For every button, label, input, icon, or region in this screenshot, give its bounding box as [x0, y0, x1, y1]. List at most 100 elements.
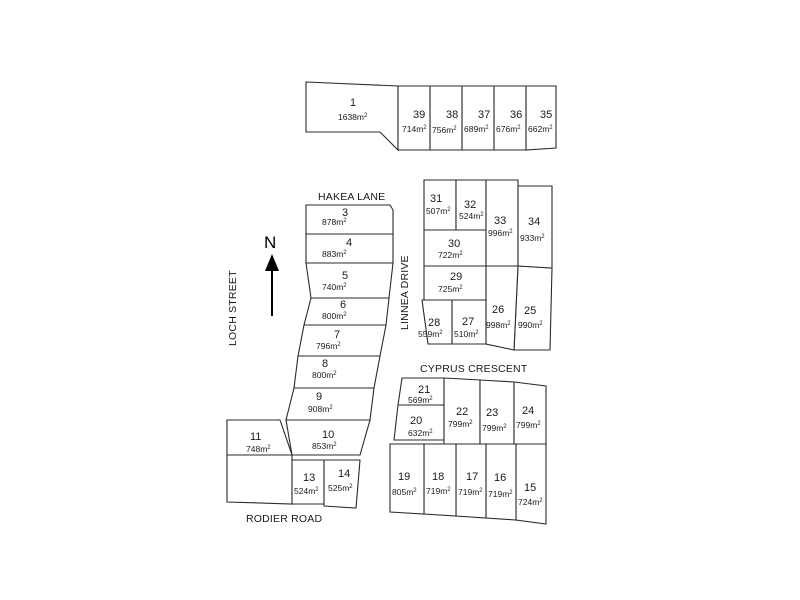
lot-23-number: 23	[486, 407, 498, 419]
street-label-hakea-lane: HAKEA LANE	[318, 191, 385, 203]
lot-33-number: 33	[494, 215, 506, 227]
north-label: N	[264, 233, 276, 252]
lot-16-area: 719m2	[488, 489, 513, 499]
lot-10-boundary[interactable]	[285, 419, 371, 456]
lot-labels: 11638m23878m24883m25740m26800m27796m2880…	[246, 97, 553, 507]
lot-boundaries	[226, 81, 557, 525]
lot-3-area: 878m2	[322, 217, 347, 227]
lot-36-area: 676m2	[496, 124, 521, 134]
lot-32-number: 32	[464, 199, 476, 211]
lot-18-number: 18	[432, 471, 444, 483]
lot-18-area: 719m2	[426, 486, 451, 496]
street-label-rodier-road: RODIER ROAD	[246, 513, 323, 525]
lot-19-area: 805m2	[392, 487, 417, 497]
lot-21-area: 569m2	[408, 395, 433, 405]
lot-32-area: 524m2	[459, 211, 484, 221]
lot-4-number: 4	[346, 237, 352, 249]
lot-34-number: 34	[528, 216, 540, 228]
street-label-loch-street: LOCH STREET	[227, 270, 239, 346]
lot-19-number: 19	[398, 471, 410, 483]
street-label-cyprus-crescent: CYPRUS CRESCENT	[420, 363, 528, 375]
lot-6-area: 800m2	[322, 311, 347, 321]
lot-8-number: 8	[322, 358, 328, 370]
lot-22-number: 22	[456, 406, 468, 418]
lot-1-number: 1	[350, 97, 356, 109]
lot-28-number: 28	[428, 317, 440, 329]
lot-1-boundary[interactable]	[305, 81, 399, 152]
lot-24-number: 24	[522, 405, 534, 417]
lot-24-boundary[interactable]	[513, 381, 547, 445]
lot-16-number: 16	[494, 472, 506, 484]
lot-7-number: 7	[334, 329, 340, 341]
lot-13-area: 524m2	[294, 486, 319, 496]
north-arrow-head-icon	[265, 254, 279, 271]
lot-15-area: 724m2	[518, 497, 543, 507]
lot-10-number: 10	[322, 429, 334, 441]
lot-39-area: 714m2	[402, 124, 427, 134]
lot-27-area: 510m2	[454, 329, 479, 339]
lot-22-area: 799m2	[448, 419, 473, 429]
lot-36-number: 36	[510, 109, 522, 121]
lot-9-number: 9	[316, 391, 322, 403]
lot-31-number: 31	[430, 193, 442, 205]
lot-13-number: 13	[303, 472, 315, 484]
lot-27-number: 27	[462, 316, 474, 328]
lot-1-area: 1638m2	[338, 112, 368, 122]
lot-3-boundary[interactable]	[305, 204, 394, 235]
lot-11-boundary[interactable]	[226, 419, 293, 456]
lot-38-area: 756m2	[432, 125, 457, 135]
lot-30-area: 722m2	[438, 250, 463, 260]
lot-19-boundary[interactable]	[389, 443, 425, 515]
lot-34-area: 933m2	[520, 233, 545, 243]
lot-12-boundary	[226, 454, 293, 505]
lot-10-area: 853m2	[312, 441, 337, 451]
lot-17-area: 719m2	[458, 487, 483, 497]
lot-8-area: 800m2	[312, 370, 337, 380]
lot-20-area: 632m2	[408, 428, 433, 438]
lot-17-number: 17	[466, 471, 478, 483]
lot-33-area: 996m2	[488, 228, 513, 238]
lot-34-boundary[interactable]	[517, 185, 553, 269]
lot-15-number: 15	[524, 482, 536, 494]
lot-14-number: 14	[338, 468, 350, 480]
lot-24-area: 799m2	[516, 420, 541, 430]
lot-7-area: 796m2	[316, 341, 341, 351]
lot-21-number: 21	[418, 384, 430, 396]
lot-14-area: 525m2	[328, 483, 353, 493]
lot-26-area: 998m2	[486, 320, 511, 330]
lot-11-number: 11	[250, 431, 261, 443]
lot-3-number: 3	[342, 207, 348, 219]
street-label-linnea-drive: LINNEA DRIVE	[399, 255, 411, 330]
lot-28-area: 559m2	[418, 329, 443, 339]
lot-25-number: 25	[524, 305, 536, 317]
lot-11-area: 748m2	[246, 444, 271, 454]
lot-14-boundary[interactable]	[323, 459, 361, 509]
lot-38-number: 38	[446, 109, 458, 121]
lot-23-area: 799m2	[482, 423, 507, 433]
lot-20-number: 20	[410, 415, 422, 427]
lot-25-area: 990m2	[518, 320, 543, 330]
lot-37-number: 37	[478, 109, 490, 121]
lot-29-number: 29	[450, 271, 462, 283]
lot-5-number: 5	[342, 270, 348, 282]
lot-5-area: 740m2	[322, 282, 347, 292]
north-arrow: N	[264, 233, 279, 316]
lot-9-area: 908m2	[308, 404, 333, 414]
lot-6-number: 6	[340, 299, 346, 311]
lot-5-boundary[interactable]	[305, 262, 394, 299]
lot-30-number: 30	[448, 238, 460, 250]
lot-35-area: 662m2	[528, 124, 553, 134]
lot-4-area: 883m2	[322, 249, 347, 259]
lot-8-boundary[interactable]	[293, 355, 381, 389]
lot-37-area: 689m2	[464, 124, 489, 134]
lot-26-number: 26	[492, 304, 504, 316]
lot-39-boundary[interactable]	[397, 85, 431, 151]
lot-9-boundary[interactable]	[285, 387, 375, 421]
lot-7-boundary[interactable]	[297, 324, 387, 357]
lot-29-area: 725m2	[438, 284, 463, 294]
lot-31-area: 507m2	[426, 206, 451, 216]
lot-35-number: 35	[540, 109, 552, 121]
lot-31-boundary[interactable]	[423, 179, 457, 231]
lot-39-number: 39	[413, 109, 425, 121]
